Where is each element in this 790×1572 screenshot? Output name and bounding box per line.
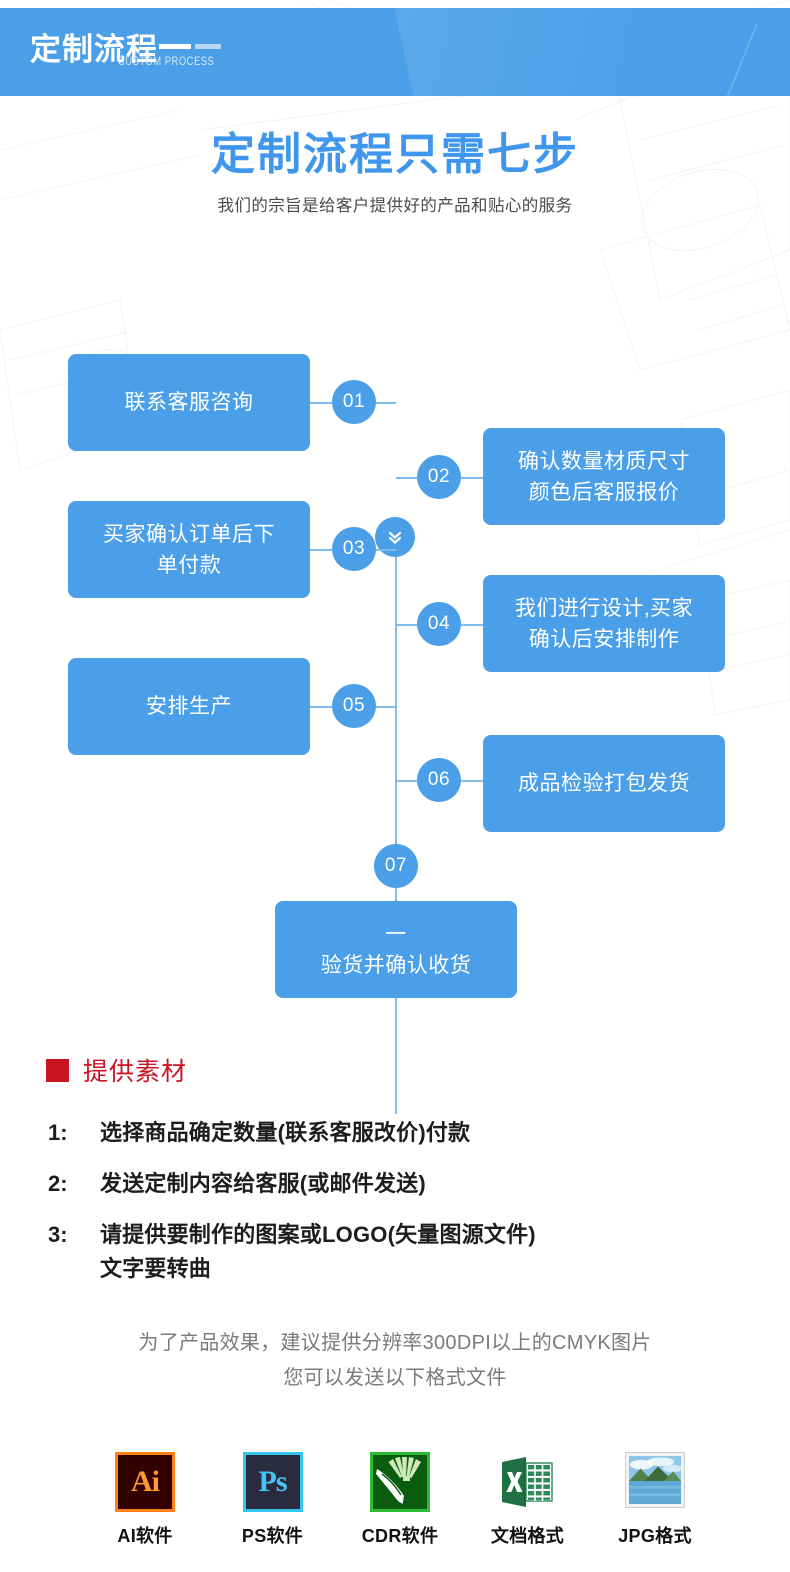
flow-number-07: 07 (374, 844, 418, 888)
format-item-ai: Ai AI软件 (90, 1452, 200, 1548)
flow-spine-line (395, 537, 397, 1114)
flow-number-03: 03 (332, 527, 376, 571)
banner-subtitle: CUSTOM PROCESS (118, 56, 215, 68)
flow-number-06-label: 06 (427, 769, 451, 790)
flow-box-01-label: 联系客服咨询 (124, 391, 254, 414)
list-item: 1: 选择商品确定数量(联系客服改价)付款 (48, 1116, 748, 1150)
list-item-text: 请提供要制作的图案或LOGO(矢量图源文件) 文字要转曲 (100, 1222, 536, 1281)
format-item-ps: Ps PS软件 (218, 1452, 328, 1548)
flow-connector-02-right (461, 477, 483, 479)
flow-box-07-label: 一 验货并确认收货 (320, 922, 472, 977)
list-item: 3: 请提供要制作的图案或LOGO(矢量图源文件) 文字要转曲 (48, 1218, 748, 1286)
flow-connector-01-right (376, 402, 396, 404)
format-label-ai: AI软件 (117, 1526, 173, 1546)
materials-heading: 提供素材 (46, 1052, 187, 1088)
banner-rule-group (159, 30, 221, 70)
flow-box-06[interactable]: 成品检验打包发货 (483, 735, 725, 832)
flow-box-04[interactable]: 我们进行设计,买家 确认后安排制作 (483, 575, 725, 672)
adobe-photoshop-icon: Ps (242, 1452, 303, 1512)
flow-box-02[interactable]: 确认数量材质尺寸 颜色后客服报价 (483, 428, 725, 525)
materials-heading-label: 提供素材 (83, 1058, 188, 1086)
list-item-number: 1: (48, 1120, 68, 1145)
supported-formats-row: Ai AI软件 Ps PS软件 (90, 1452, 710, 1548)
flow-number-05: 05 (332, 684, 376, 728)
chevron-double-down-icon (375, 517, 415, 557)
flow-box-03[interactable]: 买家确认订单后下 单付款 (68, 501, 310, 598)
flow-box-03-label: 买家确认订单后下 单付款 (103, 522, 275, 577)
flow-number-03-label: 03 (342, 538, 366, 559)
flow-number-02: 02 (417, 455, 461, 499)
flow-connector-04-left (396, 624, 417, 626)
banner-sheen (391, 8, 790, 96)
flow-connector-04-right (461, 624, 483, 626)
materials-note: 为了产品效果，建议提供分辨率300DPI以上的CMYK图片 您可以发送以下格式文… (0, 1326, 790, 1396)
flow-connector-06-right (461, 780, 483, 782)
format-item-xls: 文档格式 (473, 1452, 583, 1548)
process-flow-diagram: 联系客服咨询 01 02 确认数量材质尺寸 颜色后客服报价 买家确认订单后下 单… (0, 255, 790, 1114)
flow-box-06-label: 成品检验打包发货 (518, 772, 690, 795)
list-item-text: 发送定制内容给客服(或邮件发送) (100, 1171, 426, 1196)
flow-number-07-label: 07 (384, 855, 408, 876)
flow-connector-03-right (376, 549, 396, 551)
banner-rule-light (195, 44, 221, 49)
list-item: 2: 发送定制内容给客服(或邮件发送) (48, 1167, 748, 1201)
format-label-xls: 文档格式 (490, 1526, 565, 1546)
flow-number-01-label: 01 (342, 391, 366, 412)
format-label-jpg: JPG格式 (618, 1526, 692, 1546)
banner-inner: 定制流程 (30, 30, 221, 70)
flow-connector-02-left (396, 477, 417, 479)
jpg-photo-icon (625, 1452, 685, 1512)
ai-glyph: Ai (131, 1465, 160, 1498)
flow-box-07[interactable]: 一 验货并确认收货 (275, 901, 517, 998)
page-title: 定制流程只需七步 (211, 130, 579, 179)
format-label-ps: PS软件 (241, 1526, 304, 1546)
list-item-number: 3: (48, 1222, 68, 1247)
list-item-text: 选择商品确定数量(联系客服改价)付款 (100, 1120, 471, 1145)
section-banner: 定制流程 CUSTOM PROCESS (0, 8, 790, 96)
flow-box-05-label: 安排生产 (146, 695, 232, 718)
flow-number-01: 01 (332, 380, 376, 424)
format-item-cdr: CDR软件 (345, 1452, 455, 1548)
page-subtitle: 我们的宗旨是给客户提供好的产品和贴心的服务 (217, 197, 573, 215)
flow-box-05[interactable]: 安排生产 (68, 658, 310, 755)
ps-glyph: Ps (258, 1465, 288, 1498)
banner-rule-white (159, 44, 191, 49)
flow-number-06: 06 (417, 758, 461, 802)
materials-note-line-1: 为了产品效果，建议提供分辨率300DPI以上的CMYK图片 (138, 1332, 652, 1354)
flow-number-04-label: 04 (427, 613, 451, 634)
flow-box-04-label: 我们进行设计,买家 确认后安排制作 (514, 596, 694, 651)
hero-block: 定制流程只需七步 我们的宗旨是给客户提供好的产品和贴心的服务 (0, 128, 790, 216)
flow-box-02-label: 确认数量材质尺寸 颜色后客服报价 (518, 449, 690, 504)
flow-connector-06-left (396, 780, 417, 782)
list-item-number: 2: (48, 1171, 68, 1196)
flow-connector-05-left (310, 706, 332, 708)
format-item-jpg: JPG格式 (600, 1452, 710, 1548)
microsoft-excel-icon (498, 1452, 558, 1512)
flow-number-04: 04 (417, 602, 461, 646)
flow-connector-03-left (310, 549, 332, 551)
adobe-illustrator-icon: Ai (115, 1452, 175, 1512)
flow-connector-01-left (310, 402, 332, 404)
flow-number-05-label: 05 (342, 695, 366, 716)
flow-box-01[interactable]: 联系客服咨询 (68, 354, 310, 451)
materials-note-line-2: 您可以发送以下格式文件 (283, 1367, 507, 1389)
materials-list: 1: 选择商品确定数量(联系客服改价)付款 2: 发送定制内容给客服(或邮件发送… (48, 1116, 748, 1303)
red-square-bullet-icon (46, 1058, 69, 1082)
format-label-cdr: CDR软件 (361, 1526, 439, 1546)
banner-title: 定制流程 (30, 32, 158, 67)
flow-connector-05-right (376, 706, 396, 708)
coreldraw-icon (370, 1452, 430, 1512)
flow-number-02-label: 02 (427, 466, 451, 487)
